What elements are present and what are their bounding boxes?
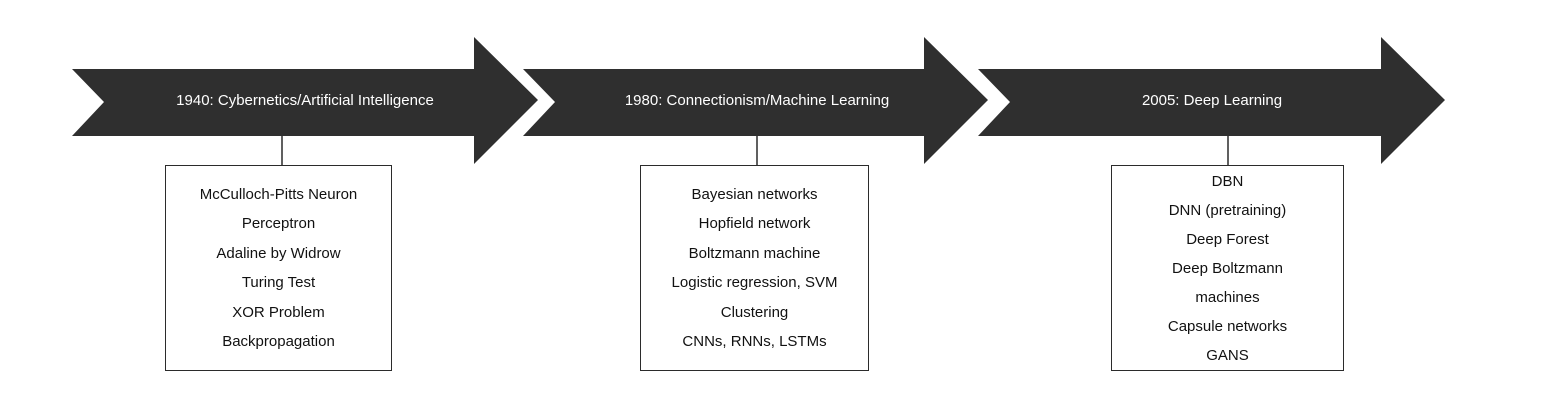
stage-label-1940: 1940: Cybernetics/Artificial Intelligenc… <box>176 92 434 109</box>
stage-items-box-2005: DBN DNN (pretraining) Deep Forest Deep B… <box>1111 165 1344 371</box>
stage-item: Backpropagation <box>222 333 335 350</box>
stage-item: Bayesian networks <box>691 185 818 203</box>
stage-item: CNNs, RNNs, LSTMs <box>682 333 827 350</box>
stage-item: Boltzmann machine <box>688 244 821 262</box>
stage-label-1980: 1980: Connectionism/Machine Learning <box>625 92 889 109</box>
timeline-arrow-2005 <box>978 37 1445 164</box>
stage-item: machines <box>1195 288 1260 306</box>
stage-label-2005: 2005: Deep Learning <box>1142 92 1282 109</box>
stage-items-box-1980: Bayesian networks Hopfield network Boltz… <box>640 165 869 371</box>
stage-item: Capsule networks <box>1167 317 1288 335</box>
stage-item: DBN <box>1211 172 1244 190</box>
stage-item: Deep Boltzmann <box>1172 259 1283 277</box>
stage-item: McCulloch-Pitts Neuron <box>199 185 358 203</box>
stage-item: DNN (pretraining) <box>1168 201 1287 219</box>
stage-item: Adaline by Widrow <box>216 244 341 262</box>
timeline-arrow-1940 <box>72 37 538 164</box>
stage-items-box-1940: McCulloch-Pitts Neuron Perceptron Adalin… <box>165 165 392 371</box>
timeline-arrow-1980 <box>523 37 988 164</box>
stage-item: Deep Forest <box>1186 230 1269 248</box>
stage-item: XOR Problem <box>232 303 325 321</box>
stage-item: Clustering <box>720 303 789 321</box>
stage-item: Turing Test <box>241 274 316 291</box>
stage-item: Hopfield network <box>698 215 811 232</box>
stage-item: Logistic regression, SVM <box>671 274 838 291</box>
stage-item: Perceptron <box>241 215 316 232</box>
stage-item: GANS <box>1206 346 1249 364</box>
